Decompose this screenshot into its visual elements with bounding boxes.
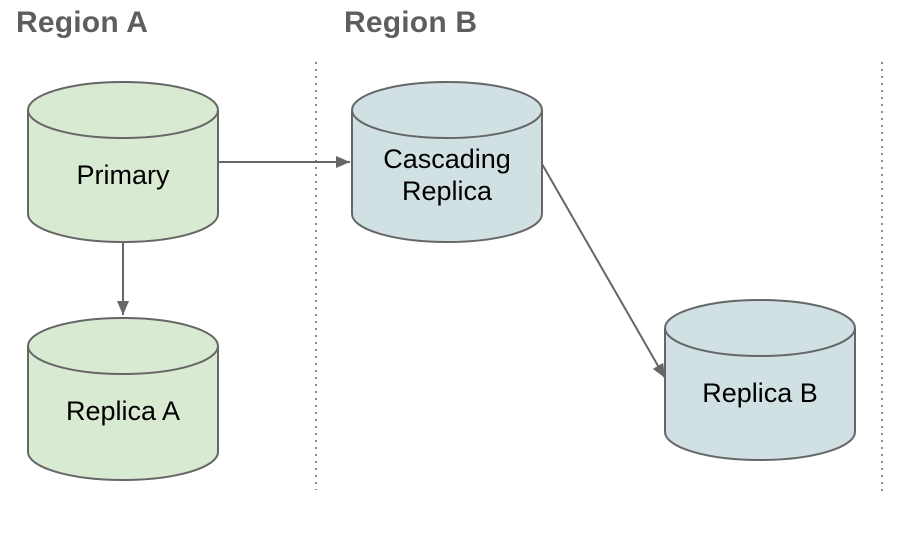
primary-cylinder [27, 81, 219, 243]
primary-label: Primary [76, 160, 170, 190]
cascading-replica-cylinder-body [351, 110, 543, 243]
replica-a-cylinder-top [27, 317, 219, 375]
region-b-label: Region B [344, 6, 478, 39]
cascading-replica-label: Cascading Replica [383, 144, 511, 206]
replica-a-label: Replica A [65, 396, 181, 426]
primary-cylinder-body [27, 110, 219, 243]
primary-cylinder-top [27, 81, 219, 139]
replica-b-label: Replica B [702, 378, 818, 408]
region-a-label: Region A [16, 6, 149, 39]
arrow-cascading-replica-to-replica-b [541, 163, 666, 379]
replica-b-cylinder [664, 299, 856, 461]
replica-a-cylinder [27, 317, 219, 481]
cascading-replica-cylinder [351, 81, 543, 243]
replica-b-cylinder-top [664, 299, 856, 357]
replica-b-cylinder-body [664, 328, 856, 461]
cascading-replica-cylinder-top [351, 81, 543, 139]
replica-a-cylinder-body [27, 346, 219, 481]
